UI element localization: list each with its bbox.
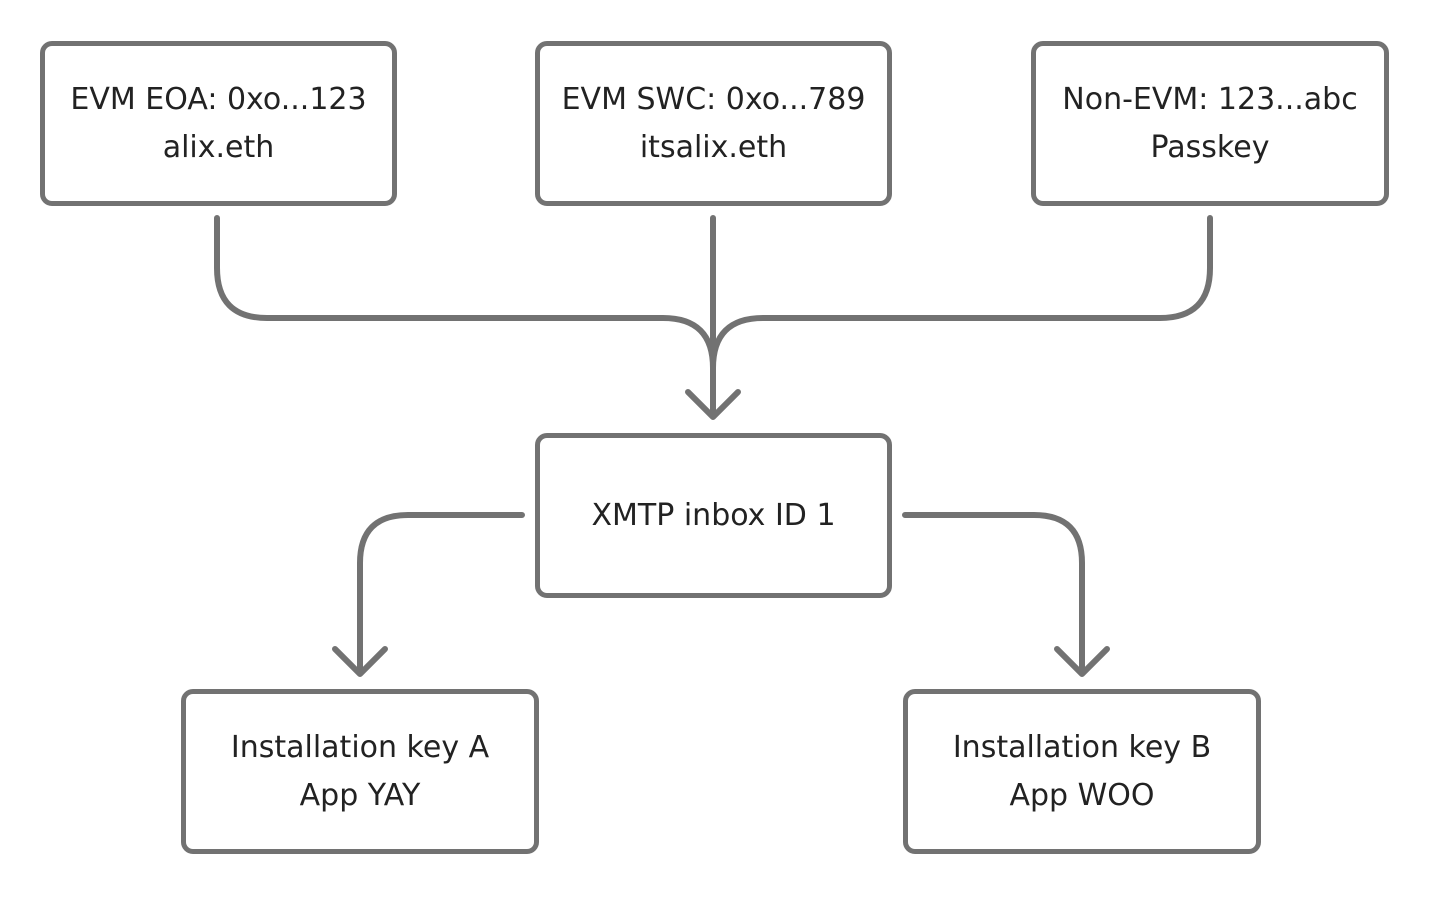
node-xmtp-inbox: XMTP inbox ID 1 [535, 433, 892, 598]
node-evm-eoa-address: EVM EOA: 0xo...123 [70, 81, 367, 117]
node-non-evm: Non-EVM: 123...abc Passkey [1031, 41, 1389, 206]
edge-non-evm-to-inbox [710, 215, 1213, 371]
node-installation-key-a-label: Installation key A [230, 729, 490, 765]
edge-evm-eoa-to-inbox [214, 215, 716, 371]
node-installation-key-b-app: App WOO [1009, 777, 1155, 813]
node-installation-key-b: Installation key B App WOO [903, 689, 1261, 854]
edge-inbox-to-install-a [357, 512, 525, 675]
arrowhead-install-b [1054, 646, 1110, 677]
node-evm-swc: EVM SWC: 0xo...789 itsalix.eth [535, 41, 892, 206]
edge-inbox-to-install-b [902, 512, 1085, 675]
node-non-evm-name: Passkey [1150, 129, 1270, 165]
arrowhead-inbox [685, 389, 741, 420]
node-xmtp-inbox-label: XMTP inbox ID 1 [591, 497, 836, 533]
arrowhead-install-a [332, 646, 388, 677]
node-installation-key-a-app: App YAY [299, 777, 421, 813]
node-evm-swc-address: EVM SWC: 0xo...789 [561, 81, 866, 117]
node-non-evm-address: Non-EVM: 123...abc [1062, 81, 1358, 117]
node-evm-eoa: EVM EOA: 0xo...123 alix.eth [40, 41, 397, 206]
node-installation-key-b-label: Installation key B [952, 729, 1212, 765]
node-evm-eoa-name: alix.eth [162, 129, 275, 165]
node-installation-key-a: Installation key A App YAY [181, 689, 539, 854]
node-evm-swc-name: itsalix.eth [639, 129, 788, 165]
